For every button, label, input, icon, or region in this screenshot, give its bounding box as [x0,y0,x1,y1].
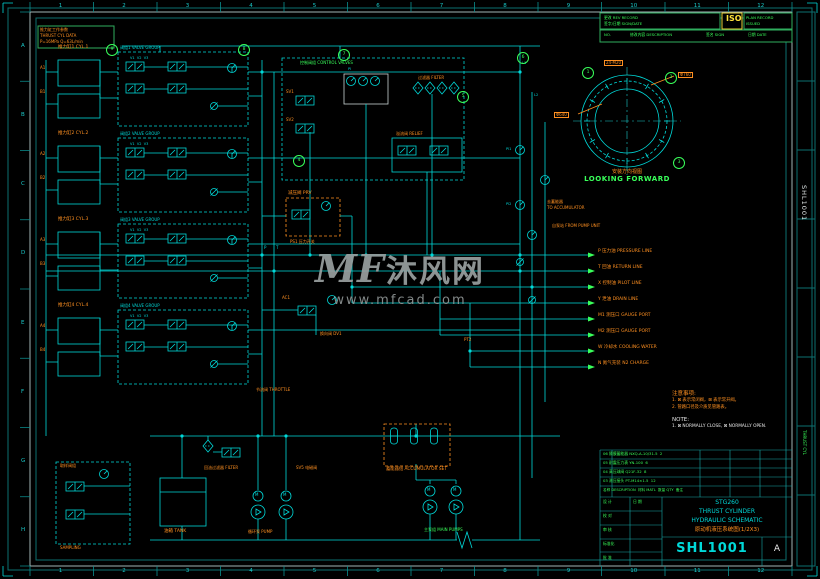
drawing-number: SHL1001 [676,541,748,556]
title-block-lines [599,449,792,566]
flange-caption: 安装方向视图 LOOKING FORWARD [566,168,688,183]
watermark-url: www.mfcad.com [333,293,467,308]
title-line3-cn: 原动机液压系统图(1/2X3) [694,527,760,533]
revision-letter: A [773,544,781,554]
junctions [180,70,595,438]
flange-caption-en: LOOKING FORWARD [584,175,670,183]
fold-strip [796,11,816,567]
title-line1: THRUST CYLINDER [698,508,756,515]
title-model: STG260 [715,499,739,506]
hydraulic-network [46,45,588,550]
flange-caption-cn: 安装方向视图 [611,169,642,175]
revision-tables [37,12,793,49]
title-block: STG260 THRUST CYLINDER HYDRAULIC SCHEMAT… [664,498,790,535]
watermark-logo: MF沐风网 [314,246,486,291]
flange-detail [573,67,681,175]
fold-strip-label: SHL1001 [800,185,808,222]
title-line2: HYDRAULIC SCHEMATIC [691,517,763,524]
watermark: MF沐风网 www.mfcad.com [300,246,500,308]
